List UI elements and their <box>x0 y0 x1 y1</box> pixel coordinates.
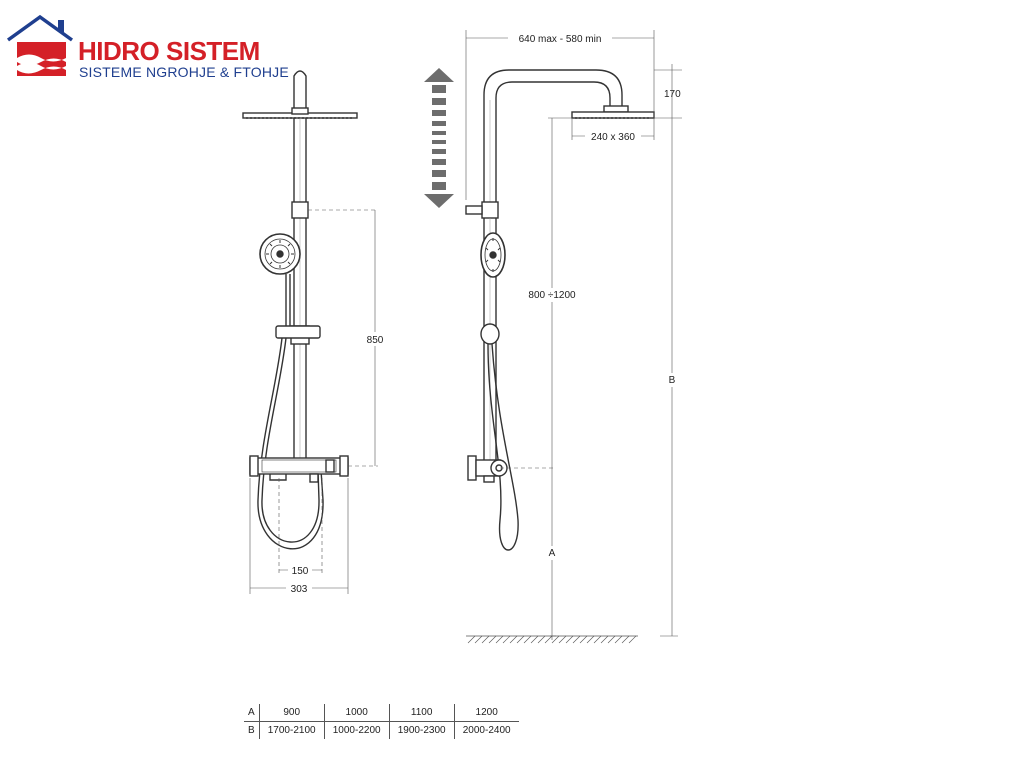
floor-hatch <box>466 635 638 644</box>
label-bg <box>546 546 558 560</box>
front-view <box>242 70 358 550</box>
dimension-table: A 900 1000 1100 1200 B 1700-2100 1000-22… <box>244 704 519 739</box>
side-view <box>465 69 655 551</box>
brand-tagline: SISTEME NGROHJE & FTOHJE <box>79 64 289 80</box>
front-shower-head <box>242 107 358 119</box>
technical-drawing: 850 150 303 <box>242 30 682 644</box>
table-cell: 1000 <box>324 704 390 722</box>
dim-arm-reach: 640 max - 580 min <box>519 34 602 45</box>
label-bg <box>666 373 678 387</box>
dim-mount-height: A <box>549 548 556 559</box>
dim-head-height: 170 <box>664 89 681 100</box>
table-cell: 1900-2300 <box>389 721 455 739</box>
table-row: B 1700-2100 1000-2200 1900-2300 2000-240… <box>244 721 519 739</box>
label-bg <box>585 130 641 142</box>
brand-name: HIDRO SISTEM <box>78 36 260 66</box>
label-bg <box>286 582 312 594</box>
label-bg <box>364 332 386 346</box>
dim-inlet-spacing: 150 <box>292 566 309 577</box>
table-cell: 2000-2400 <box>462 725 511 736</box>
side-hand-shower <box>480 232 506 278</box>
dim-total-height: B <box>669 375 676 386</box>
company-logo: HIDRO SISTEM SISTEME NGROHJE & FTOHJE <box>0 0 289 90</box>
side-shower-head <box>571 105 655 119</box>
front-column <box>290 118 310 460</box>
table-row-label: A <box>244 704 260 722</box>
table-cell: 1200 <box>454 704 519 722</box>
label-bg <box>508 32 612 45</box>
house-logo-icon <box>6 14 74 76</box>
side-shower-arm <box>483 69 623 205</box>
dim-column-height: 850 <box>367 335 384 346</box>
label-bg <box>288 564 312 576</box>
label-bg <box>524 288 580 302</box>
dim-adjustable-height: 800 ÷1200 <box>528 290 576 301</box>
table-cell: 1100 <box>389 704 455 722</box>
front-hose <box>257 337 324 550</box>
table-cell: 1000-2200 <box>324 721 390 739</box>
front-mixer <box>249 455 349 483</box>
dim-head-size: 240 x 360 <box>591 132 635 143</box>
side-hose <box>487 343 519 551</box>
front-hand-shower <box>259 233 321 339</box>
dim-mixer-width: 303 <box>291 584 308 595</box>
table-row: A 900 1000 1100 1200 <box>244 704 519 722</box>
table-row-label: B <box>244 721 260 739</box>
side-mixer <box>467 455 508 483</box>
table-cell: 1700-2100 <box>259 721 325 739</box>
height-adjust-arrow-icon <box>424 68 454 208</box>
table-cell: 900 <box>259 704 325 722</box>
